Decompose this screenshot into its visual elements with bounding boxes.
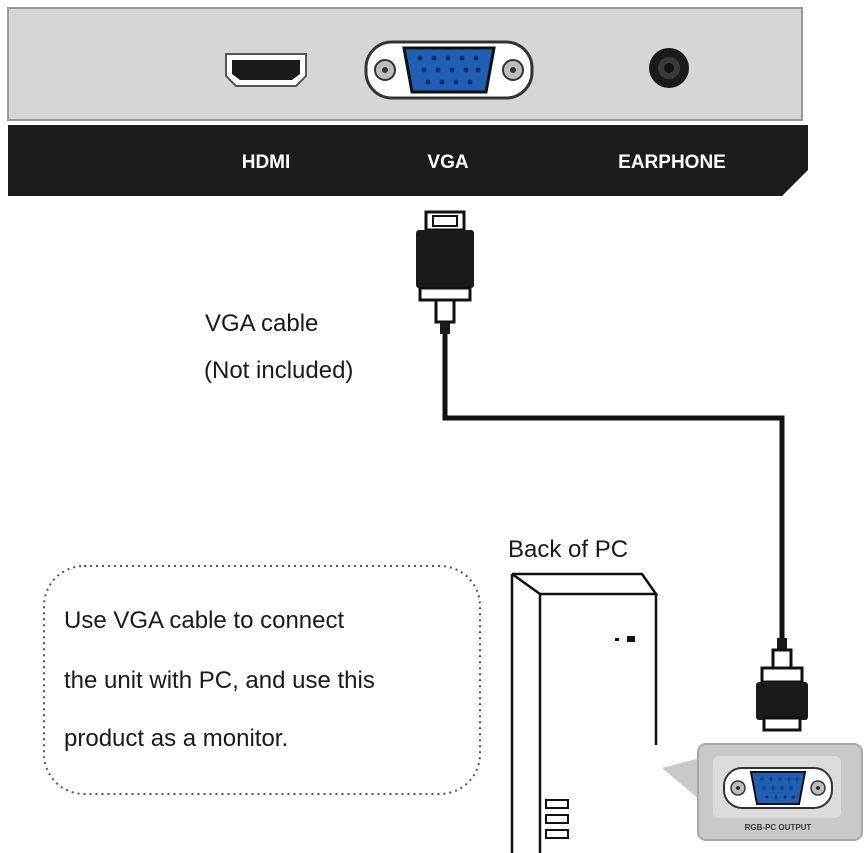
port-label-hdmi: HDMI bbox=[242, 152, 291, 173]
cable-note: (Not included) bbox=[204, 357, 353, 384]
vga-port-icon bbox=[364, 40, 534, 100]
note-line-1: Use VGA cable to connect bbox=[64, 607, 344, 634]
pc-title: Back of PC bbox=[508, 536, 628, 563]
vga-plug-top-icon bbox=[416, 210, 474, 334]
note-line-3: product as a monitor. bbox=[64, 725, 288, 752]
pc-vga-port-icon bbox=[723, 767, 833, 809]
port-label-earphone: EARPHONE bbox=[618, 152, 726, 173]
pc-tower-icon bbox=[510, 572, 659, 853]
earphone-jack-icon bbox=[649, 48, 689, 88]
vga-cable bbox=[442, 334, 785, 638]
port-label-vga: VGA bbox=[427, 152, 468, 173]
vga-plug-bottom-icon bbox=[756, 638, 808, 732]
pc-port-label: RGB-PC OUTPUT bbox=[745, 823, 812, 832]
cable-label: VGA cable bbox=[205, 310, 318, 337]
note-line-2: the unit with PC, and use this bbox=[64, 667, 375, 694]
hdmi-port-icon bbox=[225, 53, 307, 87]
instruction-note-box bbox=[43, 565, 481, 795]
